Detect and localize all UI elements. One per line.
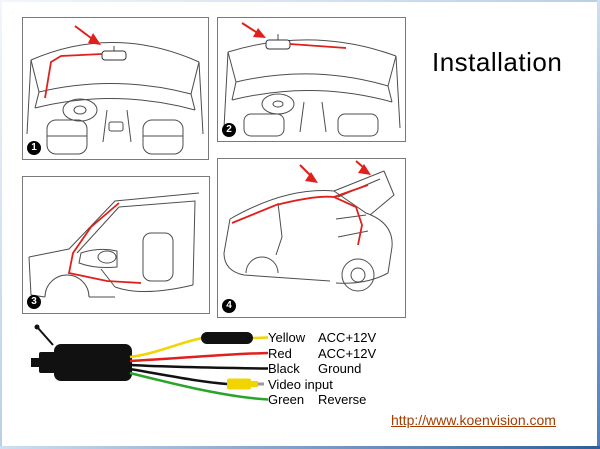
wire-name: Green [268,392,305,407]
slide-frame-left [0,0,2,449]
step-marker-2: 2 [222,123,236,137]
car-interior-sketch-1 [26,25,204,155]
red-arrow-icon [305,172,318,183]
green-wire [129,371,269,401]
step-marker-4: 4 [222,299,236,313]
antenna-icon [37,327,54,346]
wire-name: Yellow [268,330,306,345]
video-wire [129,367,228,386]
wire-name: Black [268,361,300,376]
step-marker-1: 1 [27,141,41,155]
wire-function: Ground [318,361,362,376]
car-rear-sketch-4 [223,160,395,292]
wire-label-green: Green Reverse [268,392,376,408]
black-wire [129,363,269,370]
wire-function: ACC+12V [318,330,377,345]
red-wire [129,351,269,363]
cigarette-lighter-plug [54,344,132,381]
red-cable-route [44,53,103,99]
red-arrow-icon [88,33,101,45]
wire-function: Reverse [318,392,367,407]
website-link[interactable]: http://www.koenvision.com [391,412,556,428]
rca-connector [227,378,251,390]
red-arrow-icon [358,164,371,175]
wire-label-video: Video input [268,377,376,393]
slide-frame-right [597,0,600,449]
wire-name: Video input [268,376,333,392]
slide-frame-top [0,0,600,2]
red-cable-route [289,43,347,49]
diagram-step-4: 4 [217,158,406,318]
yellow-wire [129,336,204,359]
fuse-holder [201,332,253,344]
red-cable-route [231,195,363,246]
car-interior-sketch-2 [223,22,401,137]
wire-label-black: Black Ground [268,361,376,377]
diagram-step-3: 3 [22,176,210,314]
wire-label-yellow: Yellow ACC+12V [268,330,376,346]
red-arrow-icon [253,28,266,38]
wire-label-red: Red ACC+12V [268,346,376,362]
wire-function: ACC+12V [318,345,377,361]
diagram-step-1: 1 [22,17,209,160]
rearview-mirror [265,39,291,50]
wire-name: Red [268,345,292,361]
red-cable-route [67,202,142,284]
slide-frame-bottom [0,446,600,449]
rearview-mirror [101,50,127,61]
car-door-sketch-3 [28,192,200,298]
power-plug-wiring-diagram [31,324,269,401]
step-marker-3: 3 [27,295,41,309]
page-title: Installation [432,47,563,77]
diagram-step-2: 2 [217,17,406,142]
